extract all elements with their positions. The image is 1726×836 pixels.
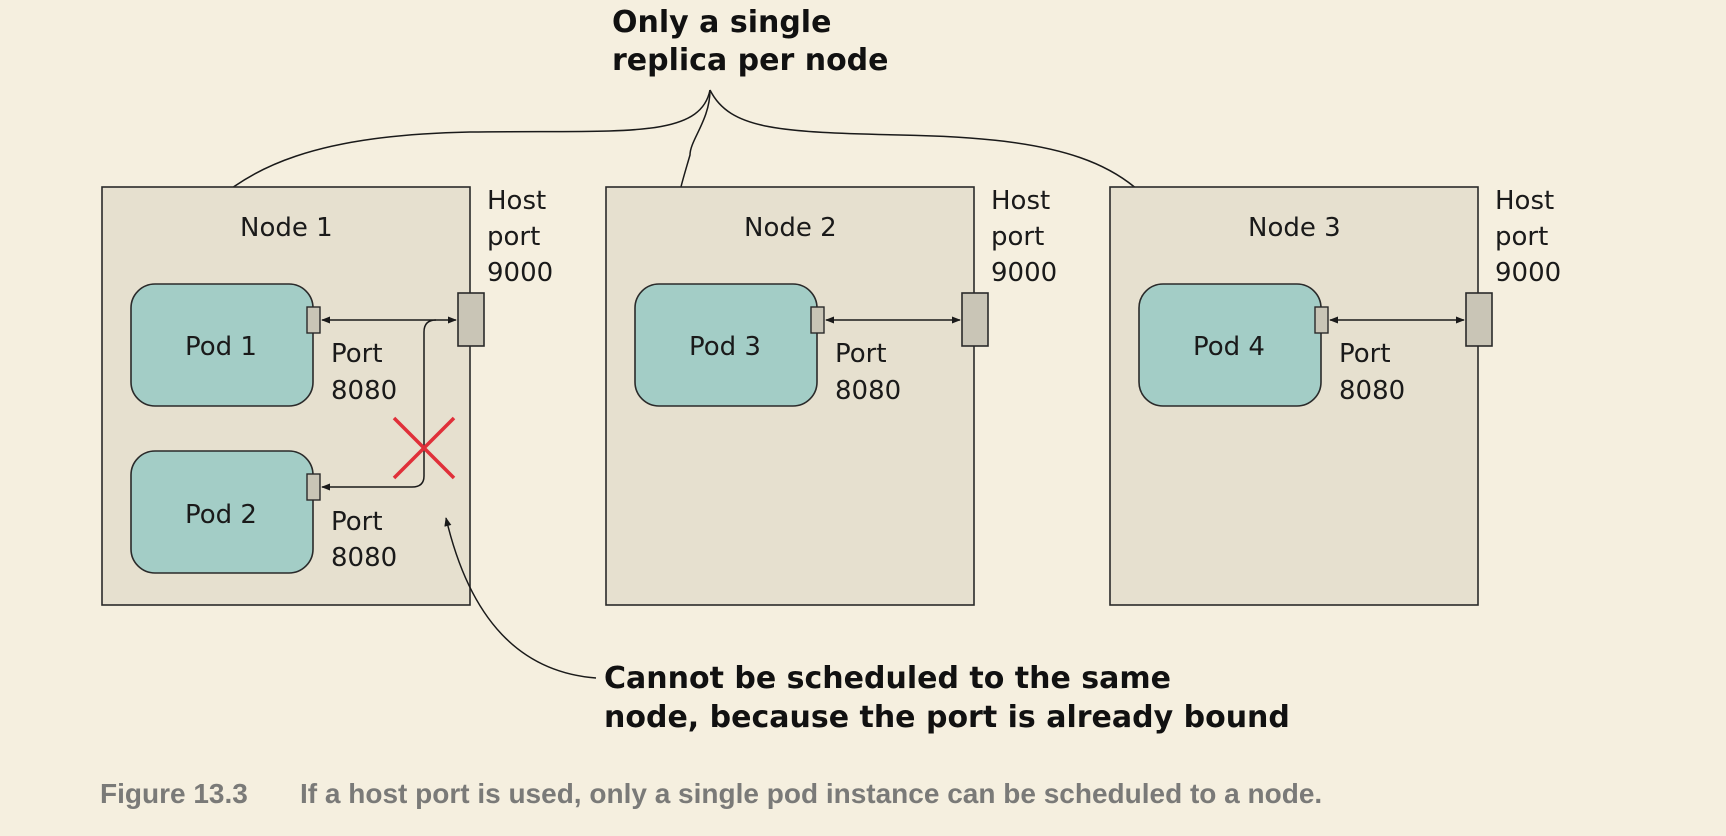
pod-4-port-line2: 8080	[1339, 376, 1405, 406]
node-1-host-port-line1: Host	[487, 186, 546, 216]
pod-1-port-line2: 8080	[331, 376, 397, 406]
node-2-host-port-line1: Host	[991, 186, 1050, 216]
node-1-label: Node 1	[240, 213, 333, 243]
pod-4-port-icon	[1314, 306, 1329, 334]
pod-4-box	[1138, 283, 1322, 407]
pod-2-box	[130, 450, 314, 574]
node-3-host-port-line1: Host	[1495, 186, 1554, 216]
callout-bottom-line1: Cannot be scheduled to the same	[604, 661, 1171, 696]
callout-top-line2: replica per node	[612, 43, 889, 78]
blocked-x-icon	[392, 416, 456, 480]
pod-3-port-line1: Port	[835, 339, 887, 369]
pod-1-port-line1: Port	[331, 339, 383, 369]
callout-arrow-node3	[709, 89, 1173, 233]
node-3-host-port-line3: 9000	[1495, 258, 1561, 288]
node-2: Node 2 Pod 3 Port 8080 Host port 9000	[605, 186, 1057, 606]
pod-3-box	[634, 283, 818, 407]
node-3-host-port-icon	[1465, 292, 1493, 347]
pod-3-port-icon	[810, 306, 825, 334]
pod-1-port-icon	[306, 306, 321, 334]
callout-bottom-line2: node, because the port is already bound	[604, 700, 1290, 735]
node-3-label: Node 3	[1248, 213, 1341, 243]
figure-number: Figure 13.3	[100, 778, 248, 809]
callout-bottom-arrow	[444, 517, 597, 679]
callout-top-line1: Only a single	[612, 5, 831, 40]
node-1-host-port-line3: 9000	[487, 258, 553, 288]
pod-4-label: Pod 4	[1193, 332, 1265, 362]
node-3: Node 3 Pod 4 Port 8080 Host port 9000	[1109, 186, 1561, 606]
node-1-host-port-icon	[457, 292, 485, 347]
pod-2-label: Pod 2	[185, 500, 257, 530]
pod-1-label: Pod 1	[185, 332, 257, 362]
pod-2-port-line1: Port	[331, 507, 383, 537]
pod-3-port-line2: 8080	[835, 376, 901, 406]
node-1: Node 1 Pod 1 Port 8080 Pod 2 Port 8080 H…	[101, 186, 553, 606]
pod-2-port-line2: 8080	[331, 543, 397, 573]
node-2-host-port-icon	[961, 292, 989, 347]
node-2-label: Node 2	[744, 213, 837, 243]
pod-3-label: Pod 3	[689, 332, 761, 362]
node-3-host-port-line2: port	[1495, 222, 1548, 252]
callout-arrow-node1	[187, 89, 711, 233]
pod-1-box	[130, 283, 314, 407]
pod-4-port-line1: Port	[1339, 339, 1391, 369]
node-2-host-port-line3: 9000	[991, 258, 1057, 288]
figure-caption: If a host port is used, only a single po…	[300, 778, 1322, 809]
pod-2-blocked-arrow	[321, 319, 437, 491]
node-2-host-port-line2: port	[991, 222, 1044, 252]
pod-2-port-icon	[306, 473, 321, 501]
node-1-host-port-line2: port	[487, 222, 540, 252]
